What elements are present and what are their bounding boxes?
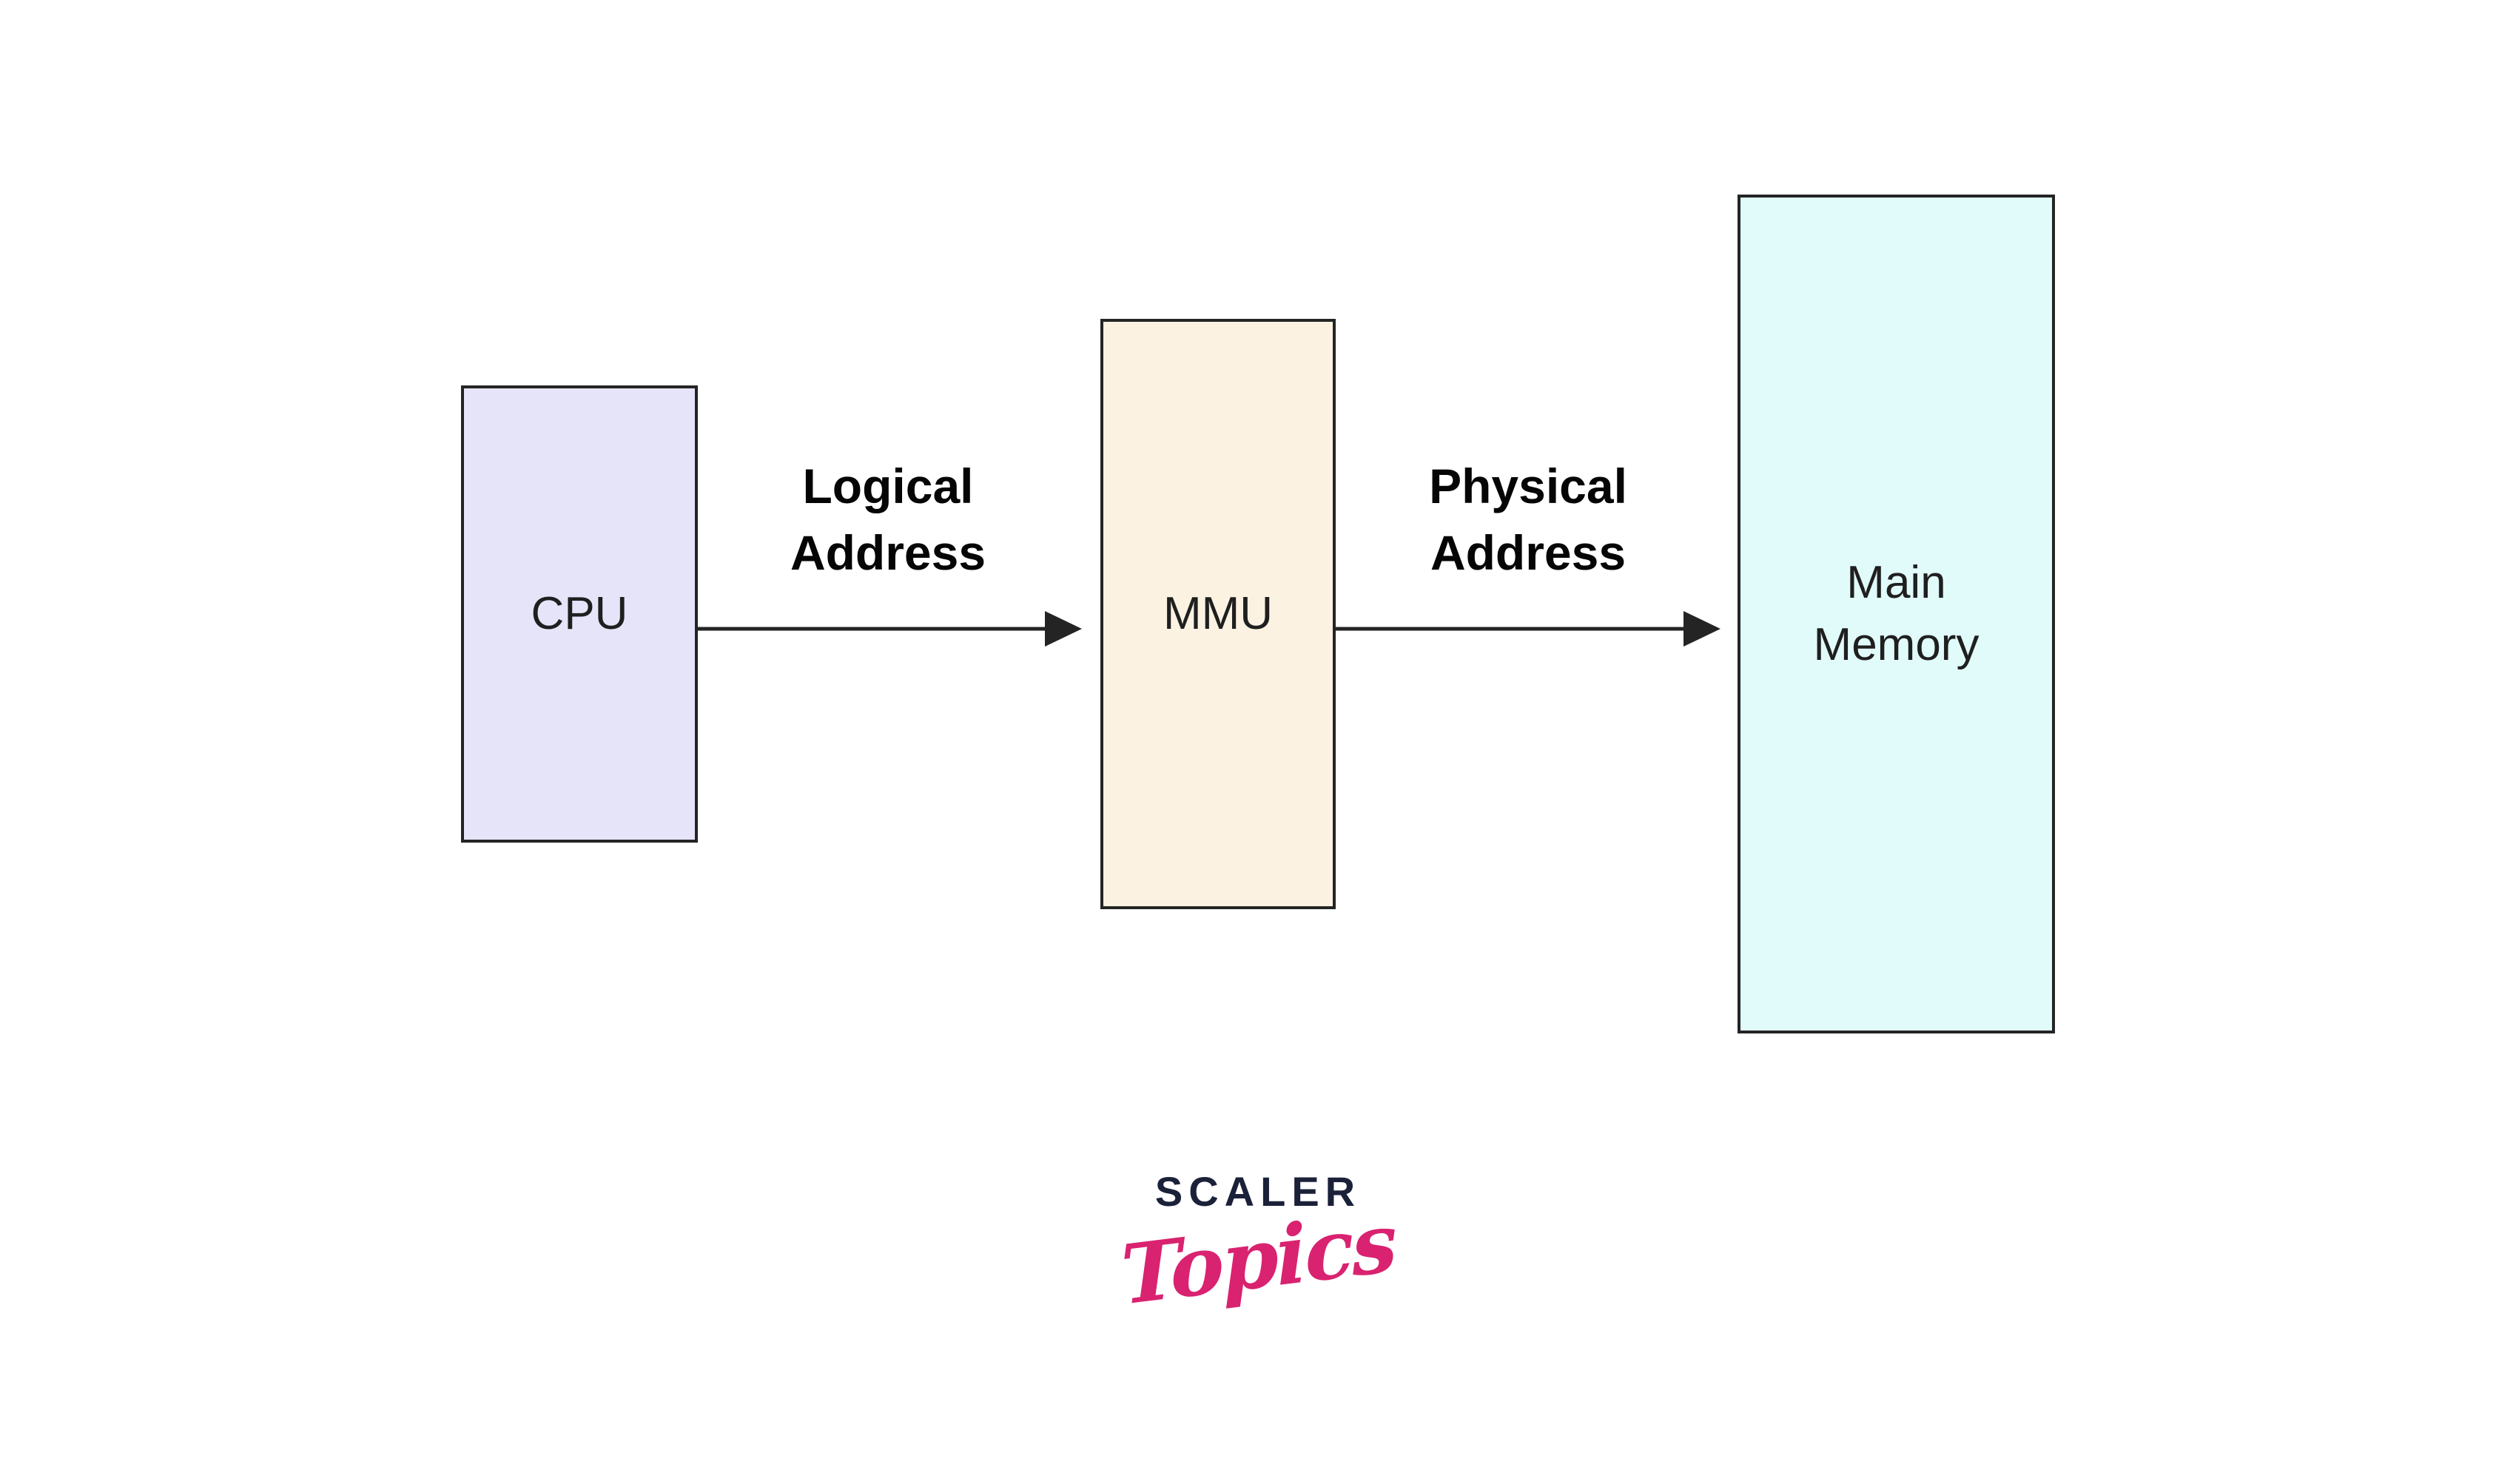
logo-topics-text: Topics xyxy=(1118,1194,1398,1323)
main-memory-box: Main Memory xyxy=(1738,195,2055,1033)
mmu-box: MMU xyxy=(1100,319,1336,909)
physical-address-arrow xyxy=(1336,611,1720,647)
mmu-label: MMU xyxy=(1163,588,1274,640)
logical-address-arrow xyxy=(698,611,1082,647)
cpu-label: CPU xyxy=(531,588,628,640)
arrowhead-icon xyxy=(1045,611,1082,647)
arrowhead-icon xyxy=(1684,611,1720,647)
scaler-topics-logo: SCALER Topics xyxy=(1073,1167,1443,1323)
physical-address-label: Physical Address xyxy=(1429,459,1627,580)
logo-topics-wrap: Topics xyxy=(1073,1194,1443,1323)
logo-scaler-text: SCALER xyxy=(1154,1168,1362,1215)
cpu-box: CPU xyxy=(461,385,698,843)
logical-address-label: Logical Address xyxy=(790,459,986,580)
main-memory-label: Main Memory xyxy=(1813,557,1980,670)
